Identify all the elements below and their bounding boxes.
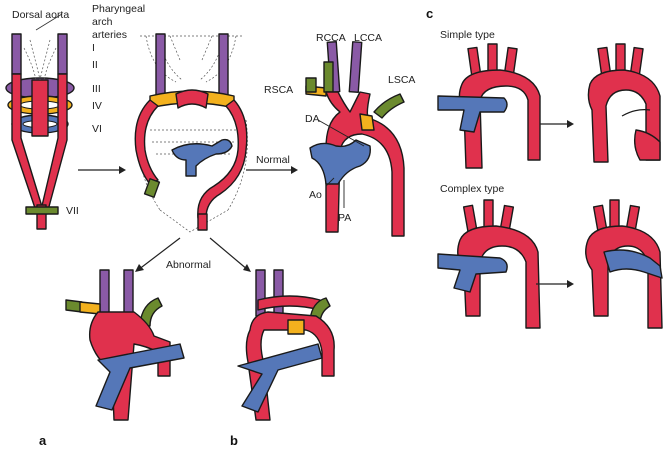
label-arch-II: II <box>92 59 98 71</box>
label-abnormal: Abnormal <box>166 259 211 271</box>
rsca-green <box>305 77 317 93</box>
embryonic-arches <box>5 13 75 230</box>
pulmonary-remodel <box>171 138 233 177</box>
b-pulmonary <box>237 343 323 413</box>
label-rsca: RSCA <box>264 84 293 96</box>
label-panel-c: c <box>426 6 433 21</box>
a-pulmonary <box>95 343 185 411</box>
label-arch-III: III <box>92 83 101 95</box>
a-lt-subclavian <box>139 297 163 327</box>
label-panel-b: b <box>230 433 238 448</box>
complex-pa-before <box>437 253 508 293</box>
left-carotid-top <box>11 33 22 75</box>
complex-arch-after <box>585 225 663 329</box>
arrow-abnormal-a <box>137 237 181 271</box>
label-lcca: LCCA <box>354 32 382 44</box>
arch-VII <box>25 206 59 215</box>
label-ao: Ao <box>309 189 322 201</box>
simple-pa-before <box>437 95 508 133</box>
simple-type-after <box>587 43 661 163</box>
label-complex-type: Complex type <box>440 183 504 195</box>
b-ductus <box>287 319 305 335</box>
descending-remodel <box>197 213 208 231</box>
label-pharyngeal-2: arch <box>92 16 113 28</box>
right-arch-red <box>134 99 159 185</box>
remodeling-arches <box>134 33 248 233</box>
pulmonary-artery <box>309 139 371 185</box>
b-vascular-ring-top <box>257 295 321 311</box>
rt-subclavian-remodel <box>143 178 161 198</box>
panel-a-anomaly <box>65 269 185 421</box>
fused-dorsal-aorta <box>36 204 47 230</box>
label-arch-I: I <box>92 42 95 54</box>
ductus-arteriosus <box>359 113 375 131</box>
arrow-abnormal-b <box>209 237 249 271</box>
label-panel-a: a <box>39 433 47 448</box>
label-dorsal-aorta: Dorsal aorta <box>12 9 69 21</box>
label-arch-VI: VI <box>92 123 102 135</box>
label-arch-IV: IV <box>92 100 102 112</box>
label-lsca: LSCA <box>388 74 415 86</box>
lt-carotid <box>218 33 229 97</box>
label-pharyngeal-1: Pharyngeal <box>92 3 145 15</box>
a-lt-carotid <box>123 269 134 315</box>
label-pa: PA <box>338 212 351 224</box>
panel-b-anomaly <box>237 269 335 421</box>
complex-type-before <box>437 199 541 329</box>
label-normal: Normal <box>256 154 290 166</box>
label-da: DA <box>305 113 320 125</box>
lcca <box>348 41 363 93</box>
a-rt-carotid <box>99 269 110 315</box>
normal-adult <box>305 41 405 237</box>
simple-type-before <box>437 43 541 169</box>
label-arch-VII: VII <box>66 205 79 217</box>
label-pharyngeal-3: arteries <box>92 29 127 41</box>
simple-arch-after <box>587 69 661 163</box>
aortic-arch <box>325 91 405 237</box>
lsca <box>373 93 405 119</box>
b-lt-carotid <box>273 269 284 317</box>
label-rcca: RCCA <box>316 32 346 44</box>
right-carotid-top <box>57 33 68 75</box>
label-simple-type: Simple type <box>440 29 495 41</box>
aortic-sac <box>31 79 49 137</box>
complex-pa-after <box>603 249 663 279</box>
rt-carotid <box>155 33 166 97</box>
complex-type-after <box>585 199 663 329</box>
rsca-green-top <box>323 61 334 93</box>
